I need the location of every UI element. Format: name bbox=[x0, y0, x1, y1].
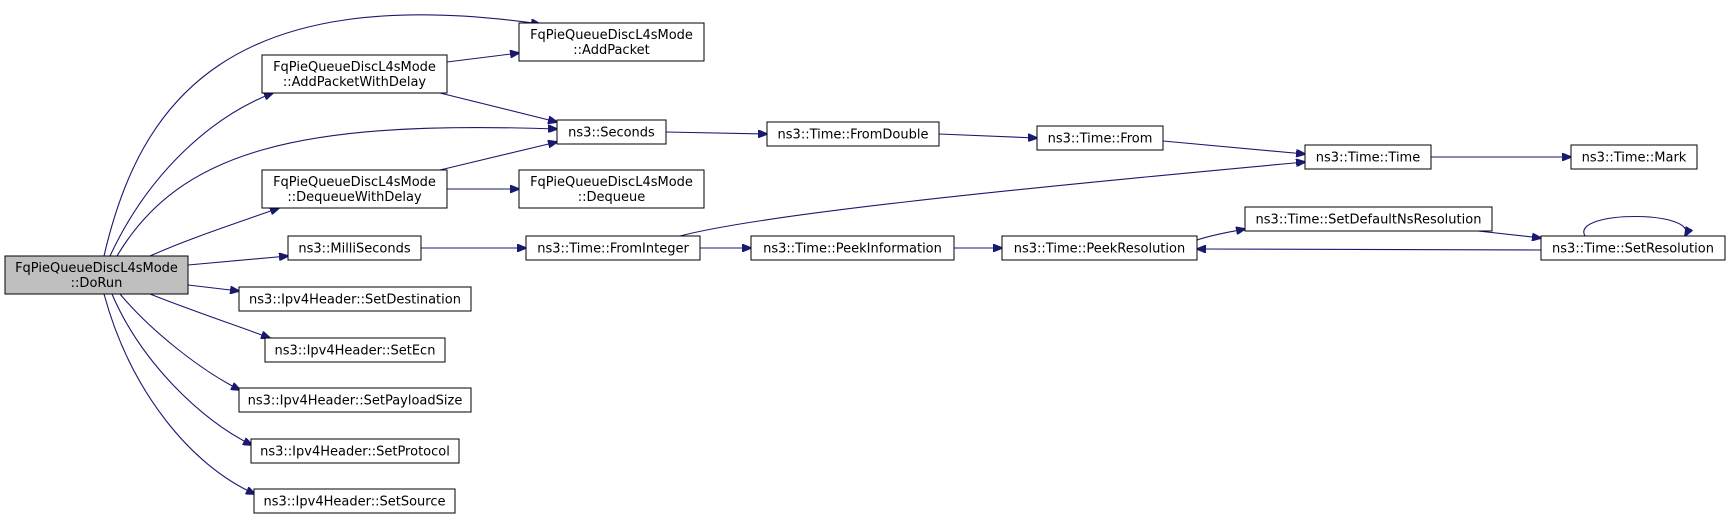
node-mark[interactable]: ns3::Time::Mark bbox=[1570, 144, 1698, 170]
node-milliseconds[interactable]: ns3::MilliSeconds bbox=[287, 235, 422, 261]
node-box-fromdouble bbox=[766, 121, 940, 147]
node-setdestination[interactable]: ns3::Ipv4Header::SetDestination bbox=[238, 286, 472, 312]
node-label-setpayloadsize-line-0: ns3::Ipv4Header::SetPayloadSize bbox=[248, 394, 463, 409]
node-setresolution[interactable]: ns3::Time::SetResolution bbox=[1540, 235, 1726, 261]
node-setpayloadsize[interactable]: ns3::Ipv4Header::SetPayloadSize bbox=[238, 387, 472, 413]
node-label-setresolution-line-0: ns3::Time::SetResolution bbox=[1552, 242, 1714, 257]
edge-setresolution-to-peekresolution bbox=[1197, 249, 1542, 250]
node-setecn[interactable]: ns3::Ipv4Header::SetEcn bbox=[264, 337, 446, 363]
node-dorun[interactable]: FqPieQueueDiscL4sMode::DoRun bbox=[4, 255, 189, 295]
edge-dorun-to-setpayloadsize bbox=[119, 293, 240, 390]
node-box-from bbox=[1036, 125, 1164, 151]
node-label-dequeuewithdelay-line-0: FqPieQueueDiscL4sMode bbox=[273, 175, 436, 190]
node-label-dequeue-line-0: FqPieQueueDiscL4sMode bbox=[530, 175, 693, 190]
node-layer: FqPieQueueDiscL4sMode::DoRunFqPieQueueDi… bbox=[4, 22, 1726, 514]
node-label-setdestination-line-0: ns3::Ipv4Header::SetDestination bbox=[249, 293, 461, 308]
node-label-seconds-line-0: ns3::Seconds bbox=[568, 126, 655, 141]
edge-addpacketwithdelay-to-addpacket bbox=[446, 53, 519, 63]
edge-fromdouble-to-from bbox=[938, 133, 1037, 138]
edge-addpacketwithdelay-to-seconds bbox=[439, 92, 557, 122]
node-setsource[interactable]: ns3::Ipv4Header::SetSource bbox=[253, 488, 456, 514]
node-from[interactable]: ns3::Time::From bbox=[1036, 125, 1164, 151]
node-label-setprotocol-line-0: ns3::Ipv4Header::SetProtocol bbox=[260, 445, 450, 460]
node-box-setsource bbox=[253, 488, 456, 514]
edge-peekresolution-to-setdefaultnsresolution bbox=[1196, 229, 1245, 241]
node-box-addpacket bbox=[518, 22, 705, 62]
node-frominteger[interactable]: ns3::Time::FromInteger bbox=[525, 235, 701, 261]
edge-dorun-to-addpacketwithdelay bbox=[109, 93, 273, 257]
node-box-addpacketwithdelay bbox=[261, 54, 448, 94]
edge-dorun-to-setsource bbox=[103, 293, 255, 494]
node-label-dequeuewithdelay-line-1: ::DequeueWithDelay bbox=[287, 190, 422, 205]
node-dequeuewithdelay[interactable]: FqPieQueueDiscL4sMode::DequeueWithDelay bbox=[261, 169, 448, 209]
node-box-peekinformation bbox=[750, 235, 955, 261]
edge-setresolution-to-setresolution bbox=[1583, 215, 1686, 237]
node-label-setecn-line-0: ns3::Ipv4Header::SetEcn bbox=[275, 344, 436, 359]
edge-dorun-to-setecn bbox=[149, 293, 270, 338]
node-box-dorun bbox=[4, 255, 189, 295]
node-label-fromdouble-line-0: ns3::Time::FromDouble bbox=[778, 128, 929, 143]
node-box-dequeuewithdelay bbox=[261, 169, 448, 209]
node-box-milliseconds bbox=[287, 235, 422, 261]
edge-dorun-to-addpacket bbox=[103, 14, 540, 257]
node-fromdouble[interactable]: ns3::Time::FromDouble bbox=[766, 121, 940, 147]
node-peekresolution[interactable]: ns3::Time::PeekResolution bbox=[1001, 235, 1198, 261]
node-label-time-line-0: ns3::Time::Time bbox=[1316, 151, 1420, 166]
node-box-setdestination bbox=[238, 286, 472, 312]
node-seconds[interactable]: ns3::Seconds bbox=[556, 119, 667, 145]
node-setprotocol[interactable]: ns3::Ipv4Header::SetProtocol bbox=[250, 438, 460, 464]
edge-seconds-to-fromdouble bbox=[665, 132, 767, 134]
edge-dequeuewithdelay-to-seconds bbox=[439, 142, 557, 171]
node-label-addpacket-line-0: FqPieQueueDiscL4sMode bbox=[530, 28, 693, 43]
node-box-time bbox=[1304, 144, 1432, 170]
node-box-setresolution bbox=[1540, 235, 1726, 261]
node-peekinformation[interactable]: ns3::Time::PeekInformation bbox=[750, 235, 955, 261]
node-label-addpacket-line-1: ::AddPacket bbox=[573, 43, 649, 58]
node-label-mark-line-0: ns3::Time::Mark bbox=[1582, 151, 1687, 166]
node-label-dorun-line-0: FqPieQueueDiscL4sMode bbox=[15, 261, 178, 276]
node-addpacket[interactable]: FqPieQueueDiscL4sMode::AddPacket bbox=[518, 22, 705, 62]
node-setdefaultnsresolution[interactable]: ns3::Time::SetDefaultNsResolution bbox=[1244, 206, 1493, 232]
node-dequeue[interactable]: FqPieQueueDiscL4sMode::Dequeue bbox=[518, 169, 705, 209]
node-box-peekresolution bbox=[1001, 235, 1198, 261]
edge-dorun-to-dequeuewithdelay bbox=[149, 208, 279, 257]
node-box-dequeue bbox=[518, 169, 705, 209]
edge-layer bbox=[103, 14, 1686, 494]
edge-dorun-to-milliseconds bbox=[187, 256, 288, 266]
node-label-milliseconds-line-0: ns3::MilliSeconds bbox=[298, 242, 411, 257]
node-label-dorun-line-1: ::DoRun bbox=[71, 276, 123, 291]
edge-from-to-time bbox=[1162, 140, 1305, 154]
node-label-from-line-0: ns3::Time::From bbox=[1048, 132, 1153, 147]
node-label-setsource-line-0: ns3::Ipv4Header::SetSource bbox=[264, 495, 446, 510]
node-label-addpacketwithdelay-line-1: ::AddPacketWithDelay bbox=[283, 75, 427, 90]
node-box-setdefaultnsresolution bbox=[1244, 206, 1493, 232]
node-box-setprotocol bbox=[250, 438, 460, 464]
node-label-peekinformation-line-0: ns3::Time::PeekInformation bbox=[763, 242, 942, 257]
node-label-addpacketwithdelay-line-0: FqPieQueueDiscL4sMode bbox=[273, 60, 436, 75]
edge-dorun-to-seconds bbox=[116, 127, 557, 257]
node-box-mark bbox=[1570, 144, 1698, 170]
edge-dorun-to-setprotocol bbox=[111, 293, 252, 445]
node-label-frominteger-line-0: ns3::Time::FromInteger bbox=[537, 242, 689, 257]
node-addpacketwithdelay[interactable]: FqPieQueueDiscL4sMode::AddPacketWithDela… bbox=[261, 54, 448, 94]
node-label-dequeue-line-1: ::Dequeue bbox=[578, 190, 646, 205]
node-box-setecn bbox=[264, 337, 446, 363]
node-box-seconds bbox=[556, 119, 667, 145]
node-box-setpayloadsize bbox=[238, 387, 472, 413]
node-label-peekresolution-line-0: ns3::Time::PeekResolution bbox=[1014, 242, 1185, 257]
edge-setdefaultnsresolution-to-setresolution bbox=[1477, 230, 1541, 238]
edge-dorun-to-setdestination bbox=[187, 284, 239, 291]
node-label-setdefaultnsresolution-line-0: ns3::Time::SetDefaultNsResolution bbox=[1256, 213, 1482, 228]
edge-frominteger-to-time bbox=[679, 162, 1305, 237]
node-box-frominteger bbox=[525, 235, 701, 261]
node-time[interactable]: ns3::Time::Time bbox=[1304, 144, 1432, 170]
